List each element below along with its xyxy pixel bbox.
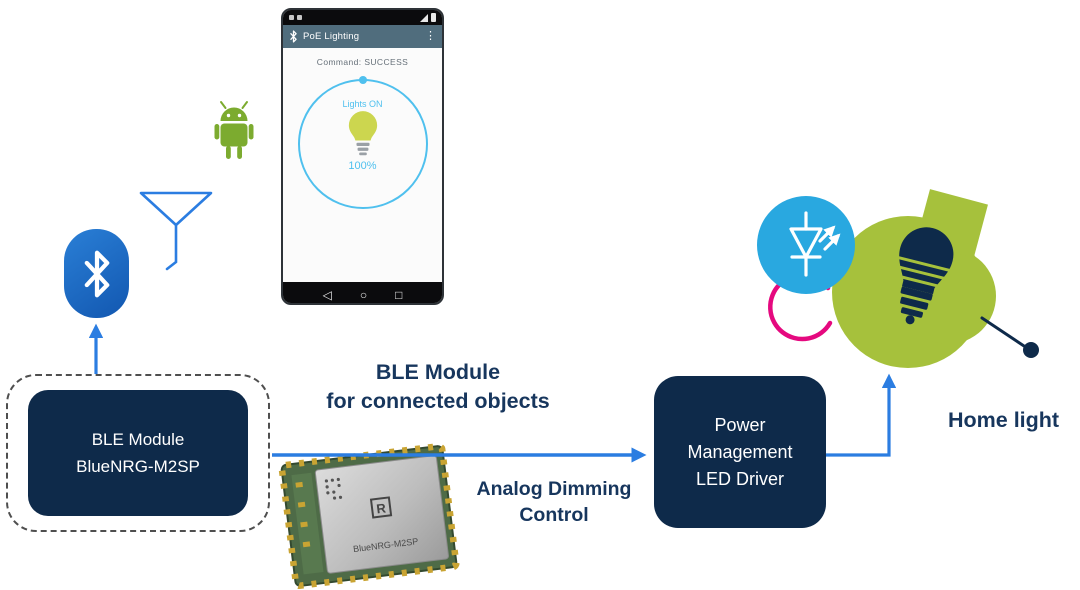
bluetooth-badge	[64, 229, 129, 318]
power-led-driver-box: Power Management LED Driver	[654, 376, 826, 528]
chip-logo-box	[369, 496, 393, 519]
caption-line: Control	[519, 504, 589, 527]
recents-icon[interactable]: □	[395, 287, 403, 302]
caption-line: Analog Dimming	[476, 478, 632, 500]
blenrg-chip-image: R BlueNRG-M2SP	[278, 442, 460, 590]
app-title: PoE Lighting	[303, 31, 360, 42]
chip-castellations	[278, 442, 460, 590]
lights-on-label: Lights ON	[342, 99, 383, 109]
chip-graphic: R BlueNRG-M2SP	[278, 442, 460, 590]
ble-module-group: BLE Module BlueNRG-M2SP	[6, 374, 270, 532]
caption-line: for connected objects	[326, 389, 550, 414]
brightness-dial[interactable]: Lights ON 100%	[297, 76, 428, 209]
phone-nav-bar: ◁ ○ □	[283, 282, 442, 303]
phone-screen: Command: SUCCESS Lights ON 100%	[283, 48, 442, 282]
bluetooth-icon	[84, 250, 109, 297]
power-box-line2: Management	[687, 441, 793, 462]
notification-icon	[297, 15, 302, 20]
ble-module-caption: BLE Module for connected objects	[318, 358, 558, 416]
led-diode-icon	[789, 211, 841, 277]
notification-icon	[289, 15, 294, 20]
phone-status-bar	[283, 10, 442, 25]
home-icon[interactable]: ○	[359, 287, 368, 302]
caption-line: BLE Module	[375, 360, 501, 384]
chip-shield	[314, 455, 449, 574]
led-symbol-circle	[757, 196, 855, 294]
overflow-menu-icon[interactable]: ⋮	[425, 30, 436, 42]
ble-module-box: BLE Module BlueNRG-M2SP	[28, 390, 248, 516]
home-light-cluster	[757, 189, 1039, 368]
brightness-percent: 100%	[348, 160, 377, 172]
smartphone-mockup: PoE Lighting ⋮ Command: SUCCESS Lights O…	[281, 8, 444, 305]
ble-box-line2: BlueNRG-M2SP	[76, 456, 200, 476]
pull-cord-knob	[1023, 342, 1039, 358]
battery-icon	[431, 13, 436, 22]
command-status-text: Command: SUCCESS	[316, 57, 409, 67]
ble-box-line1: BLE Module	[91, 429, 185, 449]
phone-app-bar: PoE Lighting ⋮	[283, 25, 442, 48]
home-bulb-icon	[898, 227, 954, 325]
android-robot-icon	[214, 101, 254, 159]
home-light-label: Home light	[948, 408, 1060, 432]
signal-icon	[420, 13, 428, 22]
power-box-line3: LED Driver	[695, 468, 784, 489]
bluetooth-app-icon	[290, 30, 297, 43]
status-left-icons	[289, 15, 302, 20]
antenna-icon	[139, 191, 213, 271]
chip-datamatrix	[324, 477, 343, 500]
status-right-icons	[420, 13, 436, 22]
back-icon[interactable]: ◁	[322, 287, 332, 302]
chip-logo: R	[376, 500, 388, 516]
analog-dimming-label: Analog Dimming Control	[454, 476, 654, 529]
pull-cord-line	[980, 316, 1026, 348]
dial-knob-dot[interactable]	[358, 76, 367, 84]
power-box-line1: Power	[714, 414, 766, 435]
bulb-on-icon	[348, 111, 377, 156]
